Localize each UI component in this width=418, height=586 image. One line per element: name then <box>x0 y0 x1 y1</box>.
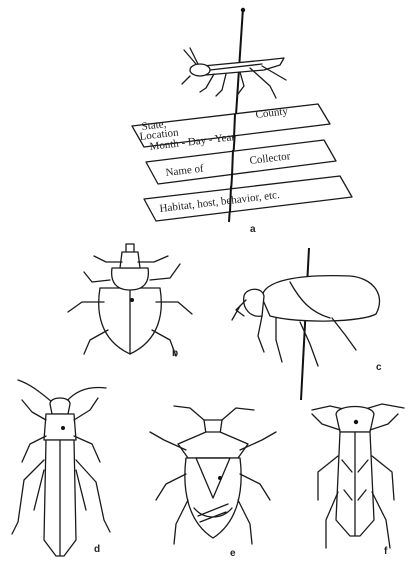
panel-e: e <box>150 406 276 559</box>
panel-a: State, Location County Month - Day - Yea… <box>132 8 352 235</box>
panel-label-c: c <box>376 362 382 373</box>
panel-c: c <box>232 248 382 400</box>
label-habitat: Habitat, host, behavior, etc. <box>144 176 352 221</box>
pin-c <box>301 248 309 400</box>
panel-label-e: e <box>230 548 236 559</box>
panel-b: b <box>68 244 192 359</box>
stink-bug-icon <box>150 406 276 544</box>
cockroach-icon <box>312 404 404 548</box>
panel-label-a: a <box>250 224 256 235</box>
pin-head <box>241 8 245 12</box>
panel-f: f <box>312 404 404 557</box>
beetle-lateral-icon <box>232 276 380 366</box>
panel-label-f: f <box>384 546 388 557</box>
panel-label-d: d <box>94 544 100 555</box>
grasshopper-icon <box>182 48 286 98</box>
grasshopper-dorsal-icon <box>12 380 110 556</box>
beetle-dorsal-icon <box>68 244 192 356</box>
panel-d: d <box>12 380 110 556</box>
panel-label-b: b <box>172 348 178 359</box>
